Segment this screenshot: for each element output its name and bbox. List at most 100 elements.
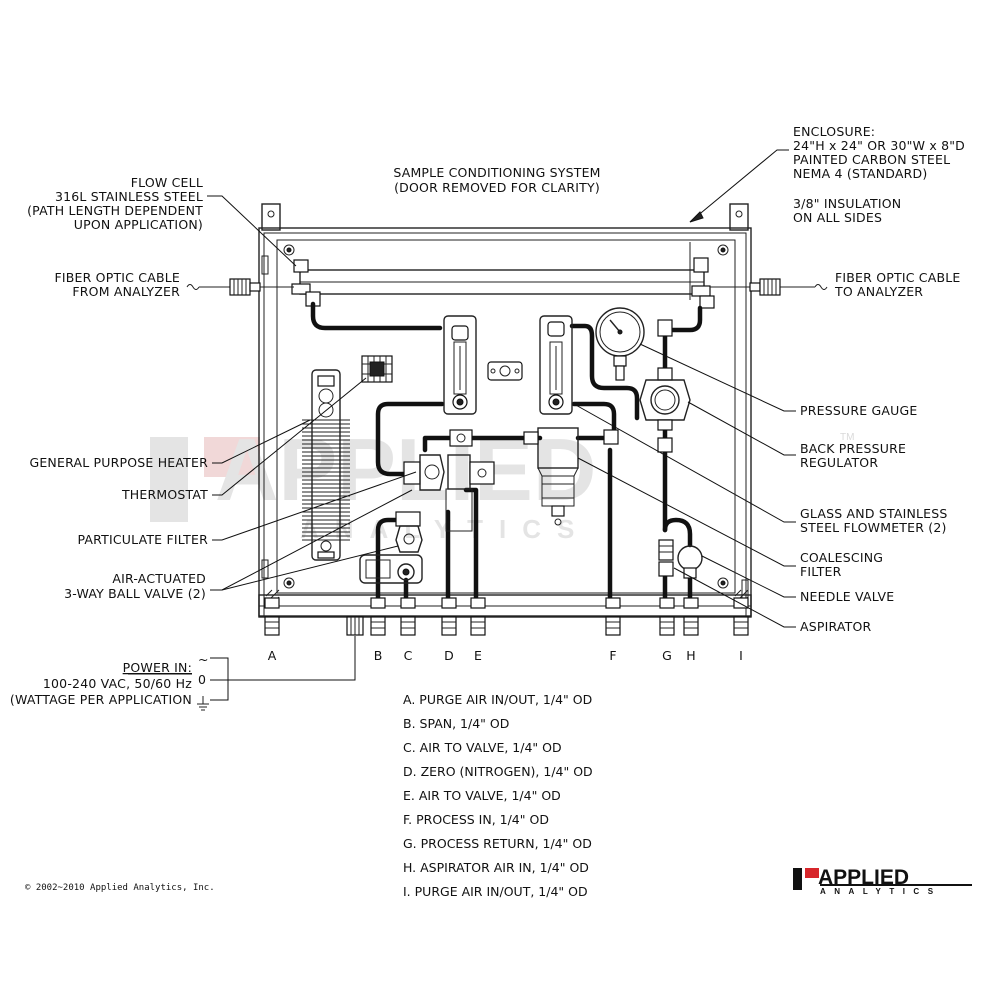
- port-c: C: [404, 648, 413, 663]
- label-pressure-gauge: PRESSURE GAUGE: [639, 343, 917, 418]
- bulkhead-fitting: [683, 597, 699, 636]
- diagram-title: SAMPLE CONDITIONING SYSTEM (DOOR REMOVED…: [393, 165, 600, 195]
- svg-text:BACK PRESSURE: BACK PRESSURE: [800, 441, 906, 456]
- bulkhead-fitting: [370, 597, 386, 636]
- logo-name: APPLIED: [818, 866, 909, 889]
- fiber-connector-right: [710, 278, 828, 296]
- svg-text:(PATH LENGTH DEPENDENT: (PATH LENGTH DEPENDENT: [27, 203, 203, 218]
- applied-analytics-logo: APPLIED ANALYTICS: [793, 866, 972, 896]
- tube-bracket: [487, 361, 523, 381]
- port-g: G: [662, 648, 672, 663]
- aspirator: [658, 545, 703, 579]
- svg-text:FILTER: FILTER: [800, 564, 842, 579]
- svg-text:PARTICULATE FILTER: PARTICULATE FILTER: [77, 532, 208, 547]
- svg-text:316L STAINLESS STEEL: 316L STAINLESS STEEL: [55, 189, 203, 204]
- bulkhead-fitting: [470, 597, 486, 636]
- legend-item: H. ASPIRATOR AIR IN, 1/4" OD: [403, 860, 589, 875]
- fiber-connector-left: [186, 278, 294, 296]
- legend-item: F. PROCESS IN, 1/4" OD: [403, 812, 549, 827]
- svg-text:FIBER OPTIC CABLE: FIBER OPTIC CABLE: [54, 270, 180, 285]
- svg-text:ASPIRATOR: ASPIRATOR: [800, 619, 872, 634]
- title-line1: SAMPLE CONDITIONING SYSTEM: [393, 165, 600, 180]
- label-enclosure: ENCLOSURE: 24"H x 24" OR 30"W x 8"D PAIN…: [689, 124, 965, 225]
- label-thermostat: THERMOSTAT: [121, 377, 367, 502]
- label-coalescing: COALESCING FILTER: [577, 457, 883, 579]
- port-letters: A B C D E F G H I: [268, 648, 743, 663]
- copyright: © 2002~2010 Applied Analytics, Inc.: [25, 883, 215, 893]
- legend-item: E. AIR TO VALVE, 1/4" OD: [403, 788, 561, 803]
- label-flow-cell: FLOW CELL 316L STAINLESS STEEL (PATH LEN…: [27, 175, 297, 267]
- port-e: E: [474, 648, 482, 663]
- ground-icon: [197, 696, 209, 711]
- svg-text:POWER IN:: POWER IN:: [123, 660, 192, 675]
- watermark-tm: TM: [840, 432, 854, 443]
- title-line2: (DOOR REMOVED FOR CLARITY): [394, 180, 600, 195]
- svg-text:STEEL FLOWMETER (2): STEEL FLOWMETER (2): [800, 520, 947, 535]
- flowmeter-2: [539, 315, 573, 415]
- bulkhead-fitting: [264, 597, 280, 636]
- label-aspirator: ASPIRATOR: [673, 567, 872, 634]
- svg-text:GENERAL PURPOSE HEATER: GENERAL PURPOSE HEATER: [29, 455, 208, 470]
- power-zero-symbol: 0: [198, 672, 206, 687]
- legend-item: D. ZERO (NITROGEN), 1/4" OD: [403, 764, 593, 779]
- svg-text:3/8" INSULATION: 3/8" INSULATION: [793, 196, 901, 211]
- port-d: D: [444, 648, 454, 663]
- svg-text:FLOW CELL: FLOW CELL: [131, 175, 203, 190]
- pressure-gauge: [595, 307, 673, 381]
- svg-text:THERMOSTAT: THERMOSTAT: [121, 487, 208, 502]
- legend-item: A. PURGE AIR IN/OUT, 1/4" OD: [403, 692, 592, 707]
- logo-sub: ANALYTICS: [820, 887, 942, 896]
- needle-valve: [658, 539, 674, 561]
- ball-valve-actuator-1: [445, 454, 495, 532]
- bulkhead-fitting: [605, 597, 621, 636]
- svg-text:GLASS AND STAINLESS: GLASS AND STAINLESS: [800, 506, 948, 521]
- label-back-pressure: BACK PRESSURE REGULATOR: [687, 401, 906, 470]
- power-in: POWER IN: 100-240 VAC, 50/60 Hz (WATTAGE…: [10, 636, 356, 711]
- legend-item: C. AIR TO VALVE, 1/4" OD: [403, 740, 562, 755]
- mount-tab-left: [261, 203, 281, 231]
- port-f: F: [609, 648, 616, 663]
- power-gland: [346, 616, 364, 636]
- general-purpose-heater: [302, 369, 350, 561]
- svg-text:AIR-ACTUATED: AIR-ACTUATED: [112, 571, 206, 586]
- port-a: A: [268, 648, 277, 663]
- label-particulate: PARTICULATE FILTER: [77, 471, 417, 547]
- svg-text:ON ALL SIDES: ON ALL SIDES: [793, 210, 882, 225]
- svg-text:PRESSURE GAUGE: PRESSURE GAUGE: [800, 403, 917, 418]
- ball-valve-2: [359, 511, 423, 584]
- svg-text:TO ANALYZER: TO ANALYZER: [834, 284, 923, 299]
- bulkhead-fitting: [400, 597, 416, 636]
- bulkhead-fitting: [733, 597, 749, 636]
- thermostat: [361, 355, 393, 383]
- svg-text:100-240 VAC, 50/60 Hz: 100-240 VAC, 50/60 Hz: [43, 676, 192, 691]
- tubing: [310, 301, 703, 603]
- svg-text:3-WAY BALL VALVE (2): 3-WAY BALL VALVE (2): [64, 586, 206, 601]
- legend-item: B. SPAN, 1/4" OD: [403, 716, 509, 731]
- legend-item: I. PURGE AIR IN/OUT, 1/4" OD: [403, 884, 588, 899]
- label-ball-valve: AIR-ACTUATED 3-WAY BALL VALVE (2): [64, 489, 413, 601]
- port-b: B: [374, 648, 383, 663]
- watermark-sub: ANALYTICS: [300, 514, 590, 544]
- port-i: I: [739, 648, 743, 663]
- label-fiber-to: FIBER OPTIC CABLE TO ANALYZER: [834, 270, 961, 299]
- svg-text:PAINTED CARBON STEEL: PAINTED CARBON STEEL: [793, 152, 950, 167]
- coalescing-filter: [523, 427, 619, 526]
- svg-text:COALESCING: COALESCING: [800, 550, 883, 565]
- svg-text:FIBER OPTIC CABLE: FIBER OPTIC CABLE: [835, 270, 961, 285]
- svg-text:NEEDLE VALVE: NEEDLE VALVE: [800, 589, 894, 604]
- label-heater: GENERAL PURPOSE HEATER: [29, 419, 311, 470]
- enclosure: [258, 203, 752, 618]
- svg-text:(WATTAGE PER APPLICATION: (WATTAGE PER APPLICATION: [10, 692, 192, 707]
- flowmeter-1: [443, 315, 477, 415]
- svg-text:REGULATOR: REGULATOR: [800, 455, 878, 470]
- bulkhead-fitting: [659, 597, 675, 636]
- bulkhead-fittings: [264, 597, 749, 636]
- svg-text:UPON APPLICATION): UPON APPLICATION): [74, 217, 203, 232]
- watermark: APPLIED TM ANALYTICS: [150, 420, 854, 544]
- back-pressure-regulator: [639, 367, 691, 453]
- port-h: H: [686, 648, 695, 663]
- legend-item: G. PROCESS RETURN, 1/4" OD: [403, 836, 592, 851]
- power-ac-symbol: ~: [198, 652, 209, 667]
- bulkhead-fitting: [441, 597, 457, 636]
